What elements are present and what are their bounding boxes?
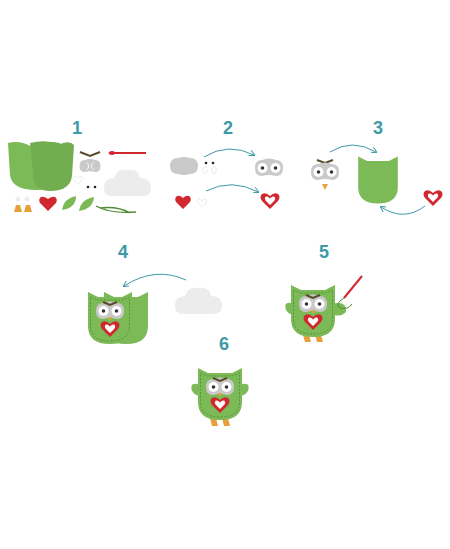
step-5-sewing bbox=[285, 276, 362, 342]
step-number: 1 bbox=[72, 118, 82, 138]
step-number: 5 bbox=[319, 242, 329, 262]
step-number: 2 bbox=[223, 118, 233, 138]
step-4-stuffing bbox=[88, 274, 222, 344]
step-number: 6 bbox=[219, 334, 229, 354]
step-1-parts bbox=[8, 141, 151, 213]
step-3-assembly bbox=[311, 145, 443, 214]
step-2-parts bbox=[170, 149, 283, 209]
step-6-finished-owl bbox=[191, 368, 248, 426]
step-number: 3 bbox=[373, 118, 383, 138]
step-number: 4 bbox=[118, 242, 128, 262]
